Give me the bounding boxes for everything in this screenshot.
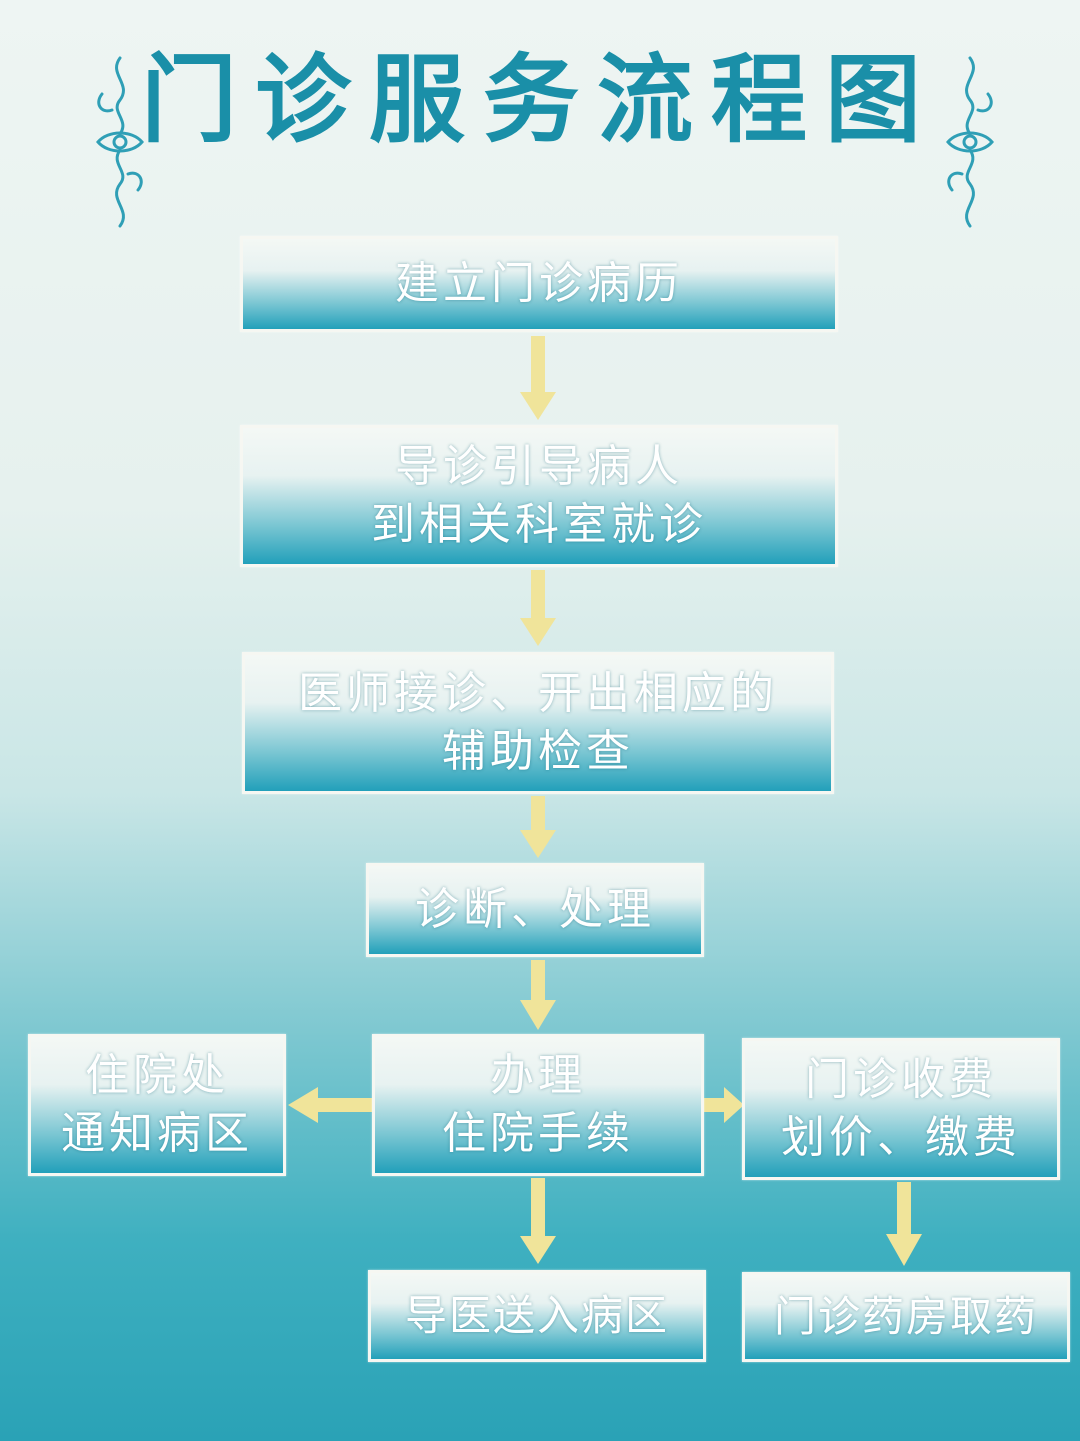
arrow-admission-to-escort: [520, 1178, 556, 1264]
step-inpatient-office-line-2: 通知病区: [61, 1108, 253, 1159]
step-billing: 门诊收费 划价、缴费: [742, 1038, 1060, 1180]
step-escort-to-ward: 导医送入病区: [368, 1270, 706, 1362]
arrow-billing-to-pharmacy: [886, 1182, 922, 1266]
arrow-diagnosis-to-admission: [520, 960, 556, 1030]
step-inpatient-office: 住院处 通知病区: [28, 1034, 286, 1176]
arrow-record-to-guide: [520, 336, 556, 420]
step-diagnosis: 诊断、处理: [366, 863, 704, 957]
step-escort-to-ward-line-1: 导医送入病区: [404, 1291, 669, 1340]
arrow-admission-to-inpatient-office: [288, 1087, 372, 1123]
step-create-record: 建立门诊病历: [240, 236, 838, 332]
step-doctor-consult-line-2: 辅助检查: [442, 726, 634, 777]
step-pharmacy-line-1: 门诊药房取药: [773, 1292, 1038, 1341]
arrow-doctor-to-diagnosis: [520, 796, 556, 858]
step-doctor-consult-line-1: 医师接诊、开出相应的: [298, 668, 778, 719]
step-guide-patient: 导诊引导病人 到相关科室就诊: [240, 425, 838, 567]
step-inpatient-office-line-1: 住院处: [85, 1050, 229, 1101]
step-admission-line-2: 住院手续: [442, 1108, 634, 1159]
step-admission: 办理 住院手续: [372, 1034, 704, 1176]
arrow-admission-to-billing: [704, 1087, 744, 1123]
flowchart-title: 门诊服务流程图: [0, 40, 1080, 228]
right-ornament-icon: [946, 56, 994, 228]
step-guide-patient-line-1: 导诊引导病人: [395, 441, 683, 492]
step-billing-line-1: 门诊收费: [805, 1054, 997, 1105]
left-ornament-icon: [96, 56, 144, 228]
step-pharmacy: 门诊药房取药: [742, 1272, 1070, 1362]
step-guide-patient-line-2: 到相关科室就诊: [371, 499, 707, 550]
step-admission-line-1: 办理: [490, 1050, 586, 1101]
step-diagnosis-line-1: 诊断、处理: [415, 884, 655, 935]
arrow-guide-to-doctor: [520, 570, 556, 646]
step-doctor-consult: 医师接诊、开出相应的 辅助检查: [242, 652, 834, 794]
step-billing-line-2: 划价、缴费: [781, 1112, 1021, 1163]
step-create-record-line-1: 建立门诊病历: [395, 258, 683, 309]
page-title: 门诊服务流程图: [141, 44, 939, 156]
